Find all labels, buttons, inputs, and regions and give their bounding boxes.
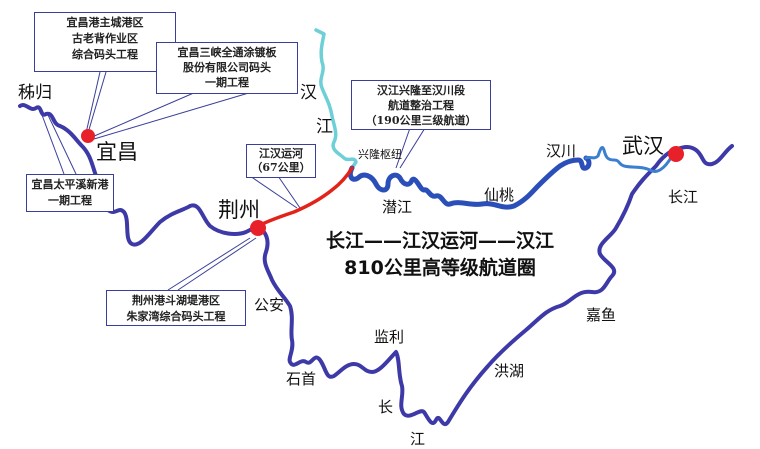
place-label-qianjiang: 潜江 (382, 198, 413, 216)
city-label-wuhan: 武汉 (622, 134, 664, 158)
callout-yichang-taipingxi: 宜昌太平溪新港 一期工程 (26, 174, 114, 212)
callout-line: 综合码头工程 (72, 48, 138, 61)
callout-line: 宜昌太平溪新港 (31, 178, 109, 191)
place-label-jiayu: 嘉鱼 (586, 306, 617, 324)
map-title: 长江——江汉运河——汉江 810公里高等级航道圈 (290, 228, 590, 282)
place-label-shishou: 石首 (286, 370, 317, 388)
callout-line: （190公里三级航道） (365, 114, 477, 127)
callout-line: 航道整治工程 (388, 99, 454, 112)
callout-line: 一期工程 (48, 194, 92, 207)
callout-line: （67公里） (251, 161, 311, 174)
place-label-jianli: 监利 (374, 328, 405, 346)
hanjiang-upper-river (314, 28, 358, 170)
callout-yichang-sanxia: 宜昌三峡全通涂镀板 股份有限公司码头 一期工程 (156, 42, 298, 94)
callout-line: 宜昌三峡全通涂镀板 (177, 46, 277, 59)
place-label-xiantao: 仙桃 (484, 186, 515, 204)
river-label-yangtze-east: 长江 (668, 188, 699, 206)
callout-jianghan-canal: 江汉运河 （67公里） (246, 144, 316, 178)
city-label-zigui: 秭归 (18, 83, 52, 103)
jingzhou-city-dot (250, 220, 266, 236)
map-title-line-1: 长江——江汉运河——汉江 (325, 230, 554, 252)
callout-line: 朱家湾综合码头工程 (126, 310, 226, 323)
callout-line: 股份有限公司码头 (183, 61, 271, 74)
map-title-line-2: 810公里高等级航道圈 (344, 257, 536, 279)
city-label-jingzhou: 荆州 (218, 198, 260, 222)
river-label-hanjiang-2: 江 (316, 117, 333, 137)
yangtze-river (18, 103, 734, 426)
callout-line: 荆州港斗湖堤港区 (132, 294, 220, 307)
city-label-yichang: 宜昌 (96, 140, 138, 164)
callout-line: 汉江兴隆至汉川段 (377, 84, 465, 97)
wuhan-city-dot (668, 146, 684, 162)
hanjiang-lower-river (347, 155, 592, 210)
place-label-hanchuan: 汉川 (546, 142, 577, 160)
callout-line: 江汉运河 (259, 147, 303, 160)
river-label-hanjiang-1: 汉 (300, 83, 317, 103)
river-label-yangtze-south-1: 长 (378, 398, 394, 416)
yichang-city-dot (81, 129, 95, 143)
hanjiang-wuhan-river (584, 146, 674, 173)
jianghan-canal (256, 166, 354, 228)
place-label-honghu: 洪湖 (494, 362, 525, 380)
place-label-gongan: 公安 (254, 296, 285, 314)
callout-line: 古老背作业区 (72, 32, 138, 45)
callout-yichang-main-port: 宜昌港主城港区 古老背作业区 综合码头工程 (34, 12, 176, 72)
callout-hanjiang-project: 汉江兴隆至汉川段 航道整治工程 （190公里三级航道） (351, 80, 491, 130)
callout-leader-lines (41, 71, 426, 291)
place-label-xinglong-hub: 兴隆枢纽 (358, 148, 402, 161)
callout-line: 一期工程 (205, 76, 249, 89)
river-label-yangtze-south-2: 江 (410, 430, 426, 448)
callout-jingzhou-port: 荆州港斗湖堤港区 朱家湾综合码头工程 (106, 290, 246, 326)
callout-line: 宜昌港主城港区 (66, 16, 144, 29)
